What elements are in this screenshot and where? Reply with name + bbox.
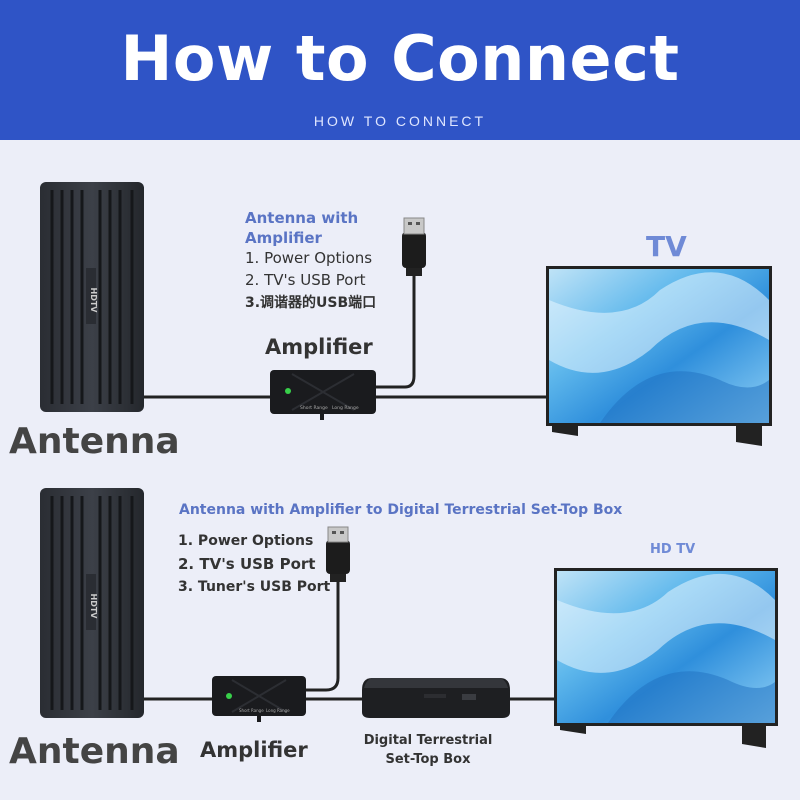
amp-switch-left: Short Range bbox=[300, 405, 328, 411]
amp-switch-right: Long Range bbox=[332, 405, 359, 411]
header-banner bbox=[0, 0, 800, 140]
amplifier-icon: Short Range Long Range bbox=[270, 370, 376, 420]
usb-plug-icon bbox=[402, 217, 426, 276]
bottom-step-2: 2. TV's USB Port bbox=[178, 555, 316, 573]
bottom-heading: Antenna with Amplifier to Digital Terres… bbox=[179, 502, 623, 518]
top-tv-label: TV bbox=[646, 230, 687, 263]
top-amplifier-label: Amplifier bbox=[265, 335, 373, 359]
bottom-amplifier-label: Amplifier bbox=[200, 738, 308, 762]
page-subtitle: HOW TO CONNECT bbox=[313, 113, 487, 129]
amp-switch-right: Long Range bbox=[266, 708, 290, 713]
top-heading-line1: Antenna with bbox=[245, 209, 359, 227]
antenna-icon: HDTV bbox=[40, 488, 144, 718]
set-top-box-icon bbox=[362, 678, 510, 718]
antenna-brand-label: HDTV bbox=[89, 594, 98, 620]
top-step-1: 1. Power Options bbox=[245, 249, 373, 267]
tv-icon bbox=[554, 568, 778, 748]
top-heading-line2: Amplifier bbox=[245, 229, 322, 247]
bottom-step-1: 1. Power Options bbox=[178, 533, 314, 549]
bottom-step-3: 3. Tuner's USB Port bbox=[178, 579, 331, 595]
amp-switch-left: Short Range bbox=[239, 708, 264, 713]
stb-label-line1: Digital Terrestrial bbox=[363, 733, 493, 748]
antenna-brand-label: HDTV bbox=[89, 288, 98, 314]
bottom-tv-label: HD TV bbox=[650, 542, 696, 557]
stb-label-line2: Set-Top Box bbox=[385, 752, 471, 767]
tv-icon bbox=[546, 266, 772, 446]
bottom-antenna-label: Antenna bbox=[9, 731, 180, 772]
top-antenna-label: Antenna bbox=[9, 421, 180, 462]
top-step-3: 3.调谐器的USB端口 bbox=[245, 295, 377, 311]
amplifier-icon: Short Range Long Range bbox=[212, 676, 306, 722]
antenna-icon: HDTV bbox=[40, 182, 144, 412]
page-title: How to Connect bbox=[120, 22, 680, 95]
top-step-2: 2. TV's USB Port bbox=[245, 271, 366, 289]
usb-plug-icon bbox=[326, 526, 350, 582]
